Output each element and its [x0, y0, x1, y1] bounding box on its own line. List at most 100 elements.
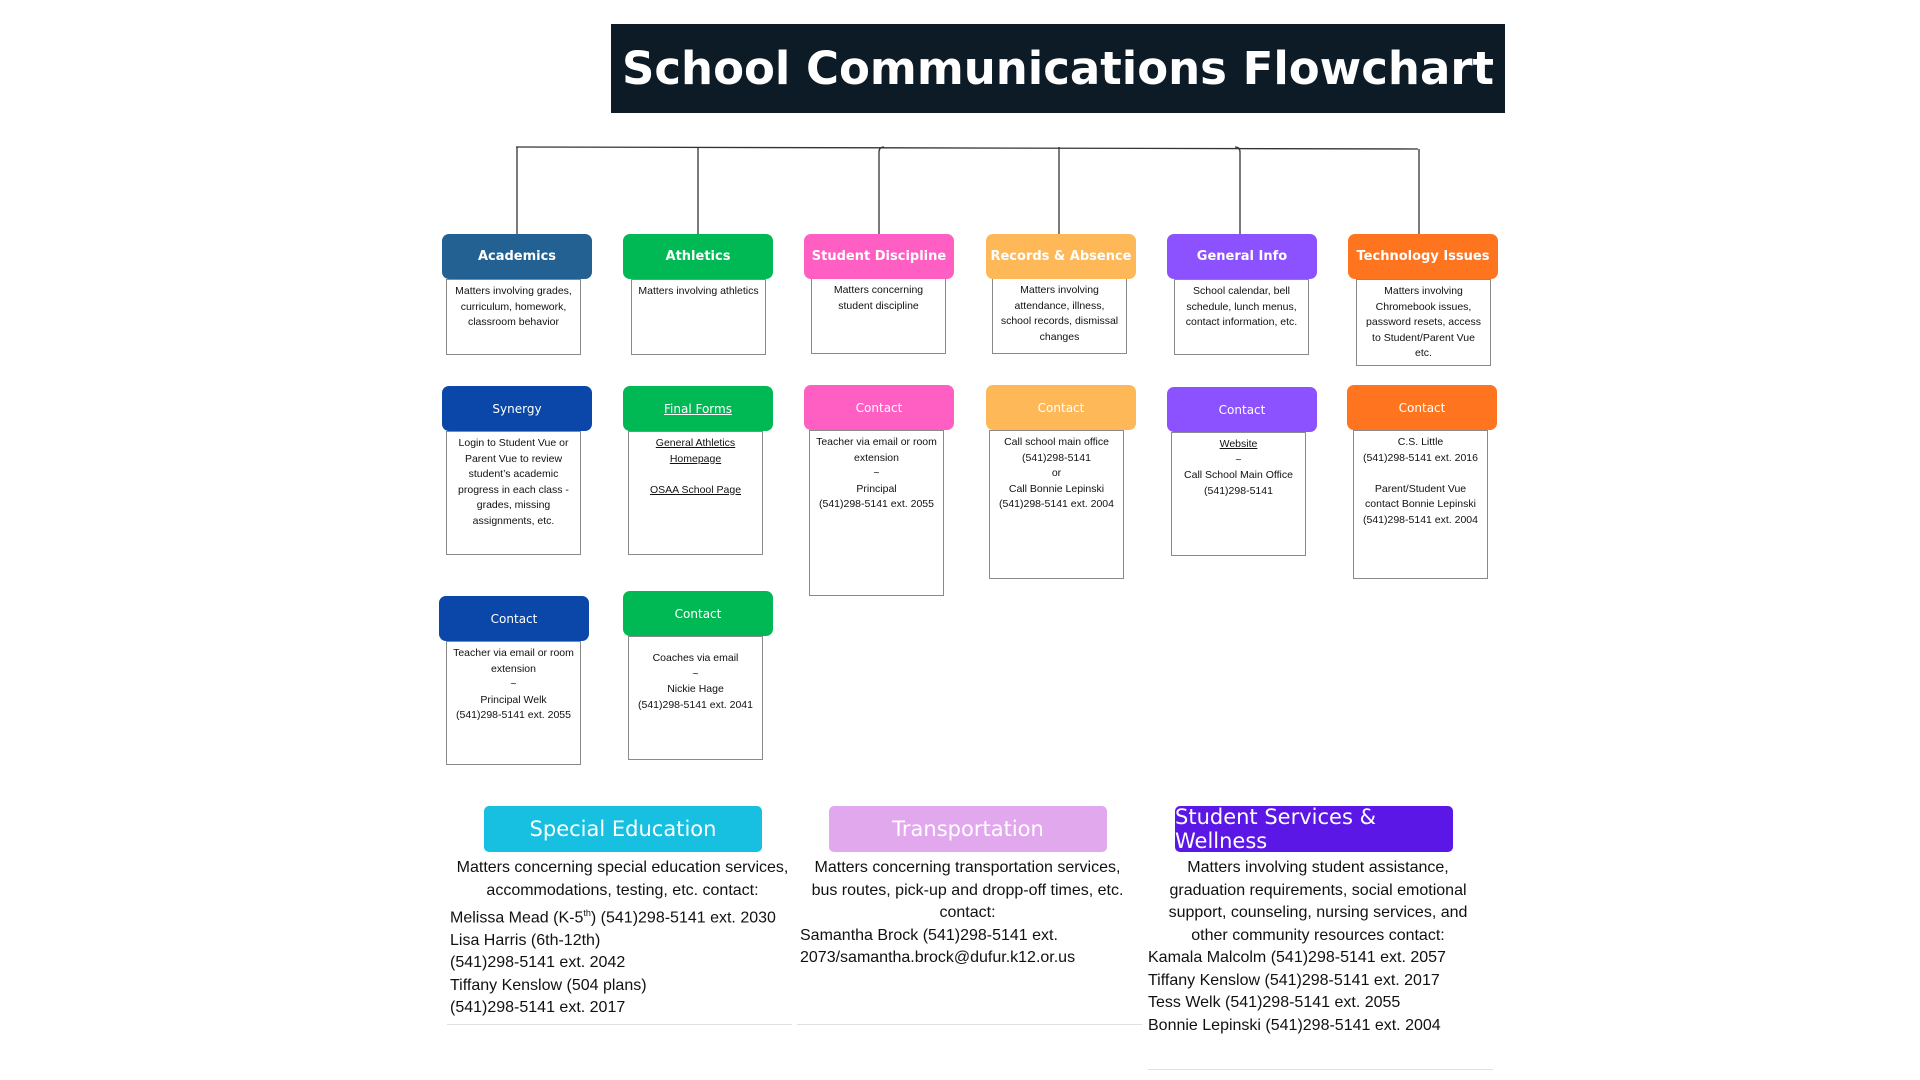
- academics-contact-line: extension: [491, 662, 536, 675]
- student-services-contact-line: Tess Welk (541)298-5141 ext. 2055: [1148, 994, 1401, 1011]
- special-education-contact-line: (541)298-5141 ext. 2017: [450, 999, 626, 1017]
- student-services-desc-line: other community resources contact:: [1191, 926, 1445, 944]
- transportation-divider: [797, 1024, 1142, 1025]
- academics-contact-line: ~: [510, 678, 517, 690]
- records-absence-header[interactable]: Records & Absence: [986, 234, 1136, 279]
- technology-issues-contact-line: contact Bonnie Lepinski: [1365, 498, 1476, 510]
- student-discipline-contact-line: Principal: [856, 482, 897, 495]
- general-info-contact-line: ~: [1235, 453, 1242, 466]
- student-discipline-contact-line: extension: [854, 451, 899, 464]
- records-absence-desc-line: attendance, illness,: [1014, 299, 1105, 312]
- student-services-header[interactable]: Student Services & Wellness: [1175, 805, 1453, 853]
- records-absence-desc-line: Matters involving: [1020, 284, 1099, 296]
- athletics-contact-line: Coaches via email: [652, 652, 739, 664]
- transportation-desc-line: Matters concerning transportation servic…: [814, 859, 1121, 876]
- athletics-contact-label: Contact: [674, 606, 722, 621]
- athletics-contact-line: Nickie Hage: [667, 683, 724, 695]
- technology-issues-desc-line: password resets, access: [1366, 316, 1481, 328]
- superscript-th: th: [583, 908, 591, 918]
- synergy-info-line: student’s academic: [468, 468, 559, 480]
- academics-header-label: Academics: [477, 249, 557, 264]
- academics-desc-line: curriculum, homework,: [460, 300, 567, 313]
- academics-contact-line: (541)298-5141 ext. 2055: [455, 709, 571, 721]
- special-education-contact-line: Lisa Harris (6th-12th): [450, 931, 601, 949]
- student-discipline-header-label: Student Discipline: [811, 249, 947, 264]
- technology-issues-desc-line: Matters involving: [1384, 285, 1463, 297]
- transportation-desc-line: bus routes, pick-up and dropp-off times,…: [811, 881, 1124, 899]
- general-info-contact-line: Call School Main Office: [1184, 469, 1293, 481]
- transportation-header[interactable]: Transportation: [829, 806, 1107, 852]
- synergy-button[interactable]: Synergy: [442, 386, 592, 431]
- melissa-mead-name: Melissa Mead (K-5: [450, 909, 584, 927]
- academics-contact-button[interactable]: Contact: [439, 596, 589, 641]
- athletics-header[interactable]: Athletics: [623, 234, 773, 279]
- student-discipline-desc-box: Matters concerning student discipline: [811, 278, 946, 354]
- student-discipline-desc-line: Matters concerning: [833, 284, 924, 296]
- student-services-desc-line: graduation requirements, social emotiona…: [1169, 881, 1467, 899]
- student-discipline-contact-line: Teacher via email or room: [816, 436, 937, 448]
- academics-contact-box: Teacher via email or room extension ~ Pr…: [446, 641, 581, 765]
- student-discipline-contact-box: Teacher via email or room extension ~ Pr…: [809, 430, 944, 596]
- final-forms-link[interactable]: Final Forms: [623, 386, 773, 431]
- general-athletics-link[interactable]: General Athletics: [655, 437, 736, 449]
- special-education-text: Matters concerning special education ser…: [450, 857, 795, 1020]
- connector-general: [1234, 146, 1241, 234]
- academics-contact-line: Principal Welk: [480, 693, 547, 706]
- academics-header[interactable]: Academics: [442, 234, 592, 279]
- student-discipline-contact-button[interactable]: Contact: [804, 385, 954, 430]
- special-education-header-label: Special Education: [529, 817, 717, 841]
- special-education-contact-line: (541)298-5141 ext. 2042: [450, 954, 626, 972]
- general-info-contact-box: Website ~ Call School Main Office (541)2…: [1171, 432, 1306, 556]
- technology-issues-contact-box: C.S. Little (541)298-5141 ext. 2016 Pare…: [1353, 430, 1488, 579]
- transportation-contact-line: 2073/samantha.brock@dufur.k12.or.us: [800, 949, 1076, 966]
- technology-issues-desc-line: to Student/Parent Vue: [1372, 331, 1475, 344]
- academics-contact-line: Teacher via email or room: [453, 647, 574, 659]
- records-absence-contact-label: Contact: [1037, 400, 1085, 415]
- student-services-desc-line: support, counseling, nursing services, a…: [1168, 904, 1468, 921]
- technology-issues-contact-line: C.S. Little: [1397, 436, 1444, 448]
- melissa-mead-phone: ) (541)298-5141 ext. 2030: [590, 909, 776, 927]
- final-forms-label: Final Forms: [664, 401, 732, 416]
- special-education-contact-line: Melissa Mead (K-5th) (541)298-5141 ext. …: [450, 902, 795, 930]
- student-discipline-desc-line: student discipline: [838, 299, 919, 312]
- athletics-contact-box: Coaches via email ~ Nickie Hage (541)298…: [628, 636, 763, 760]
- student-services-contact-line: Tiffany Kenslow (541)298-5141 ext. 2017: [1148, 971, 1440, 989]
- student-discipline-header[interactable]: Student Discipline: [804, 234, 954, 279]
- osaa-school-page-link[interactable]: OSAA School Page: [649, 483, 742, 496]
- general-info-contact-button[interactable]: Contact: [1167, 387, 1317, 432]
- technology-issues-header[interactable]: Technology Issues: [1348, 234, 1498, 279]
- records-absence-desc-box: Matters involving attendance, illness, s…: [992, 278, 1127, 354]
- general-info-contact-line: (541)298-5141: [1204, 484, 1273, 497]
- special-education-divider: [447, 1024, 792, 1025]
- athletics-header-label: Athletics: [665, 249, 731, 264]
- student-services-divider: [1148, 1069, 1493, 1070]
- technology-issues-contact-button[interactable]: Contact: [1347, 385, 1497, 430]
- technology-issues-contact-line: (541)298-5141 ext. 2004: [1362, 513, 1478, 526]
- website-link[interactable]: Website: [1219, 438, 1258, 450]
- athletics-desc-box: Matters involving athletics: [631, 279, 766, 355]
- student-discipline-contact-line: ~: [873, 467, 880, 479]
- technology-issues-desc-box: Matters involving Chromebook issues, pas…: [1356, 279, 1491, 366]
- general-info-header[interactable]: General Info: [1167, 234, 1317, 279]
- connector-bus: [515, 146, 1419, 150]
- synergy-label: Synergy: [492, 401, 542, 416]
- student-services-text: Matters involving student assistance, gr…: [1148, 857, 1488, 1037]
- records-absence-contact-line: Call school main office: [1004, 436, 1109, 448]
- special-education-header[interactable]: Special Education: [484, 806, 762, 852]
- technology-issues-desc-line: Chromebook issues,: [1375, 300, 1472, 313]
- synergy-info-line: progress in each class -: [458, 483, 569, 496]
- general-info-contact-label: Contact: [1218, 402, 1266, 417]
- technology-issues-contact-label: Contact: [1398, 400, 1446, 415]
- academics-desc-box: Matters involving grades, curriculum, ho…: [446, 279, 581, 355]
- student-services-desc-line: Matters involving student assistance,: [1187, 859, 1449, 876]
- synergy-info-line: Login to Student Vue or: [458, 437, 569, 449]
- records-absence-contact-line: (541)298-5141 ext. 2004: [998, 498, 1114, 510]
- general-athletics-link[interactable]: Homepage: [669, 452, 722, 465]
- athletics-links-spacer: [632, 467, 759, 483]
- technology-issues-contact-line: (541)298-5141 ext. 2016: [1362, 451, 1478, 464]
- records-absence-contact-line: Call Bonnie Lepinski: [1008, 482, 1105, 495]
- records-absence-contact-button[interactable]: Contact: [986, 385, 1136, 430]
- technology-issues-desc-line: etc.: [1415, 347, 1432, 359]
- transportation-contact-line: Samantha Brock (541)298-5141 ext.: [800, 926, 1058, 944]
- athletics-contact-button[interactable]: Contact: [623, 591, 773, 636]
